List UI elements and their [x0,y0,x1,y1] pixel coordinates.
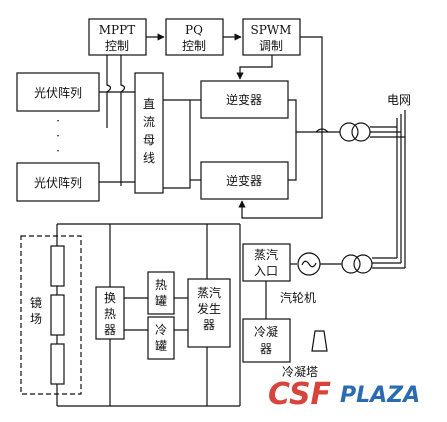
dc-bus-label-3: 母 [143,133,155,147]
transformer-bottom-coil-b [353,254,373,274]
turbine-label: 汽轮机 [280,290,316,305]
mirror-field-label-2: 场 [30,312,42,326]
dc-bus-label-2: 流 [143,115,155,129]
transformer-top-coil-a [339,122,359,142]
dc-bus-block [134,72,164,194]
mirror-field-label-1: 镜 [30,295,42,310]
inverter-top-label: 逆变器 [226,92,262,107]
hot-tank-label-2: 罐 [155,294,167,308]
dc-bus-label-4: 线 [143,151,155,165]
heat-exchanger-label-2: 热 [104,307,116,321]
mppt-label-line2: 控制 [105,39,129,53]
heat-exchanger-label-3: 器 [104,323,116,337]
cooling-tower-label: 冷凝塔 [282,364,318,379]
steam-generator-label-1: 蒸汽 [197,285,221,300]
condenser-label-1: 冷凝 [254,324,278,339]
watermark-part2: PLAZA [340,383,420,408]
cold-tank-label-2: 罐 [155,339,167,353]
cooling-tower-symbol [311,330,328,352]
ellipsis-dot-1: · [56,114,60,128]
watermark-part1: CSF [268,377,332,412]
pv-array-bottom-label: 光伏阵列 [34,176,82,190]
pv-array-top-label: 光伏阵列 [34,86,82,100]
cold-tank-block [147,316,175,360]
ellipsis-dot-2: · [56,129,60,143]
ellipsis-dot-3: · [56,144,60,158]
hot-tank-block [147,271,175,315]
steam-inlet-label-2: 入口 [254,264,278,278]
mirror-field-block [20,235,82,395]
steam-generator-label-3: 器 [203,318,215,332]
steam-generator-label-2: 发生 [197,301,221,316]
steam-inlet-block [242,243,291,282]
spwm-label-line1: SPWM [251,23,292,37]
steam-generator-block [187,278,231,348]
mppt-label-line1: MPPT [99,23,135,37]
hot-tank-label-1: 热 [155,278,167,292]
heat-exchanger-block [95,286,125,340]
grid-label: 电网 [387,93,411,107]
condenser-label-2: 器 [260,342,272,356]
inverter-bottom-label: 逆变器 [226,173,262,188]
mirror-panel-3 [50,343,65,385]
pq-label-line1: PQ [185,23,203,37]
watermark-logo: CSF PLAZA [268,377,420,412]
steam-inlet-label-1: 蒸汽 [254,247,278,262]
mirror-panel-2 [50,294,65,336]
transformer-top-coil-b [351,122,371,142]
mirror-panel-1 [50,245,65,287]
cold-tank-label-1: 冷 [155,323,167,337]
dc-bus-label-1: 直 [143,97,155,111]
heat-exchanger-label-1: 换 [104,291,116,305]
pq-label-line2: 控制 [182,39,206,53]
spwm-label-line2: 调制 [259,39,283,53]
